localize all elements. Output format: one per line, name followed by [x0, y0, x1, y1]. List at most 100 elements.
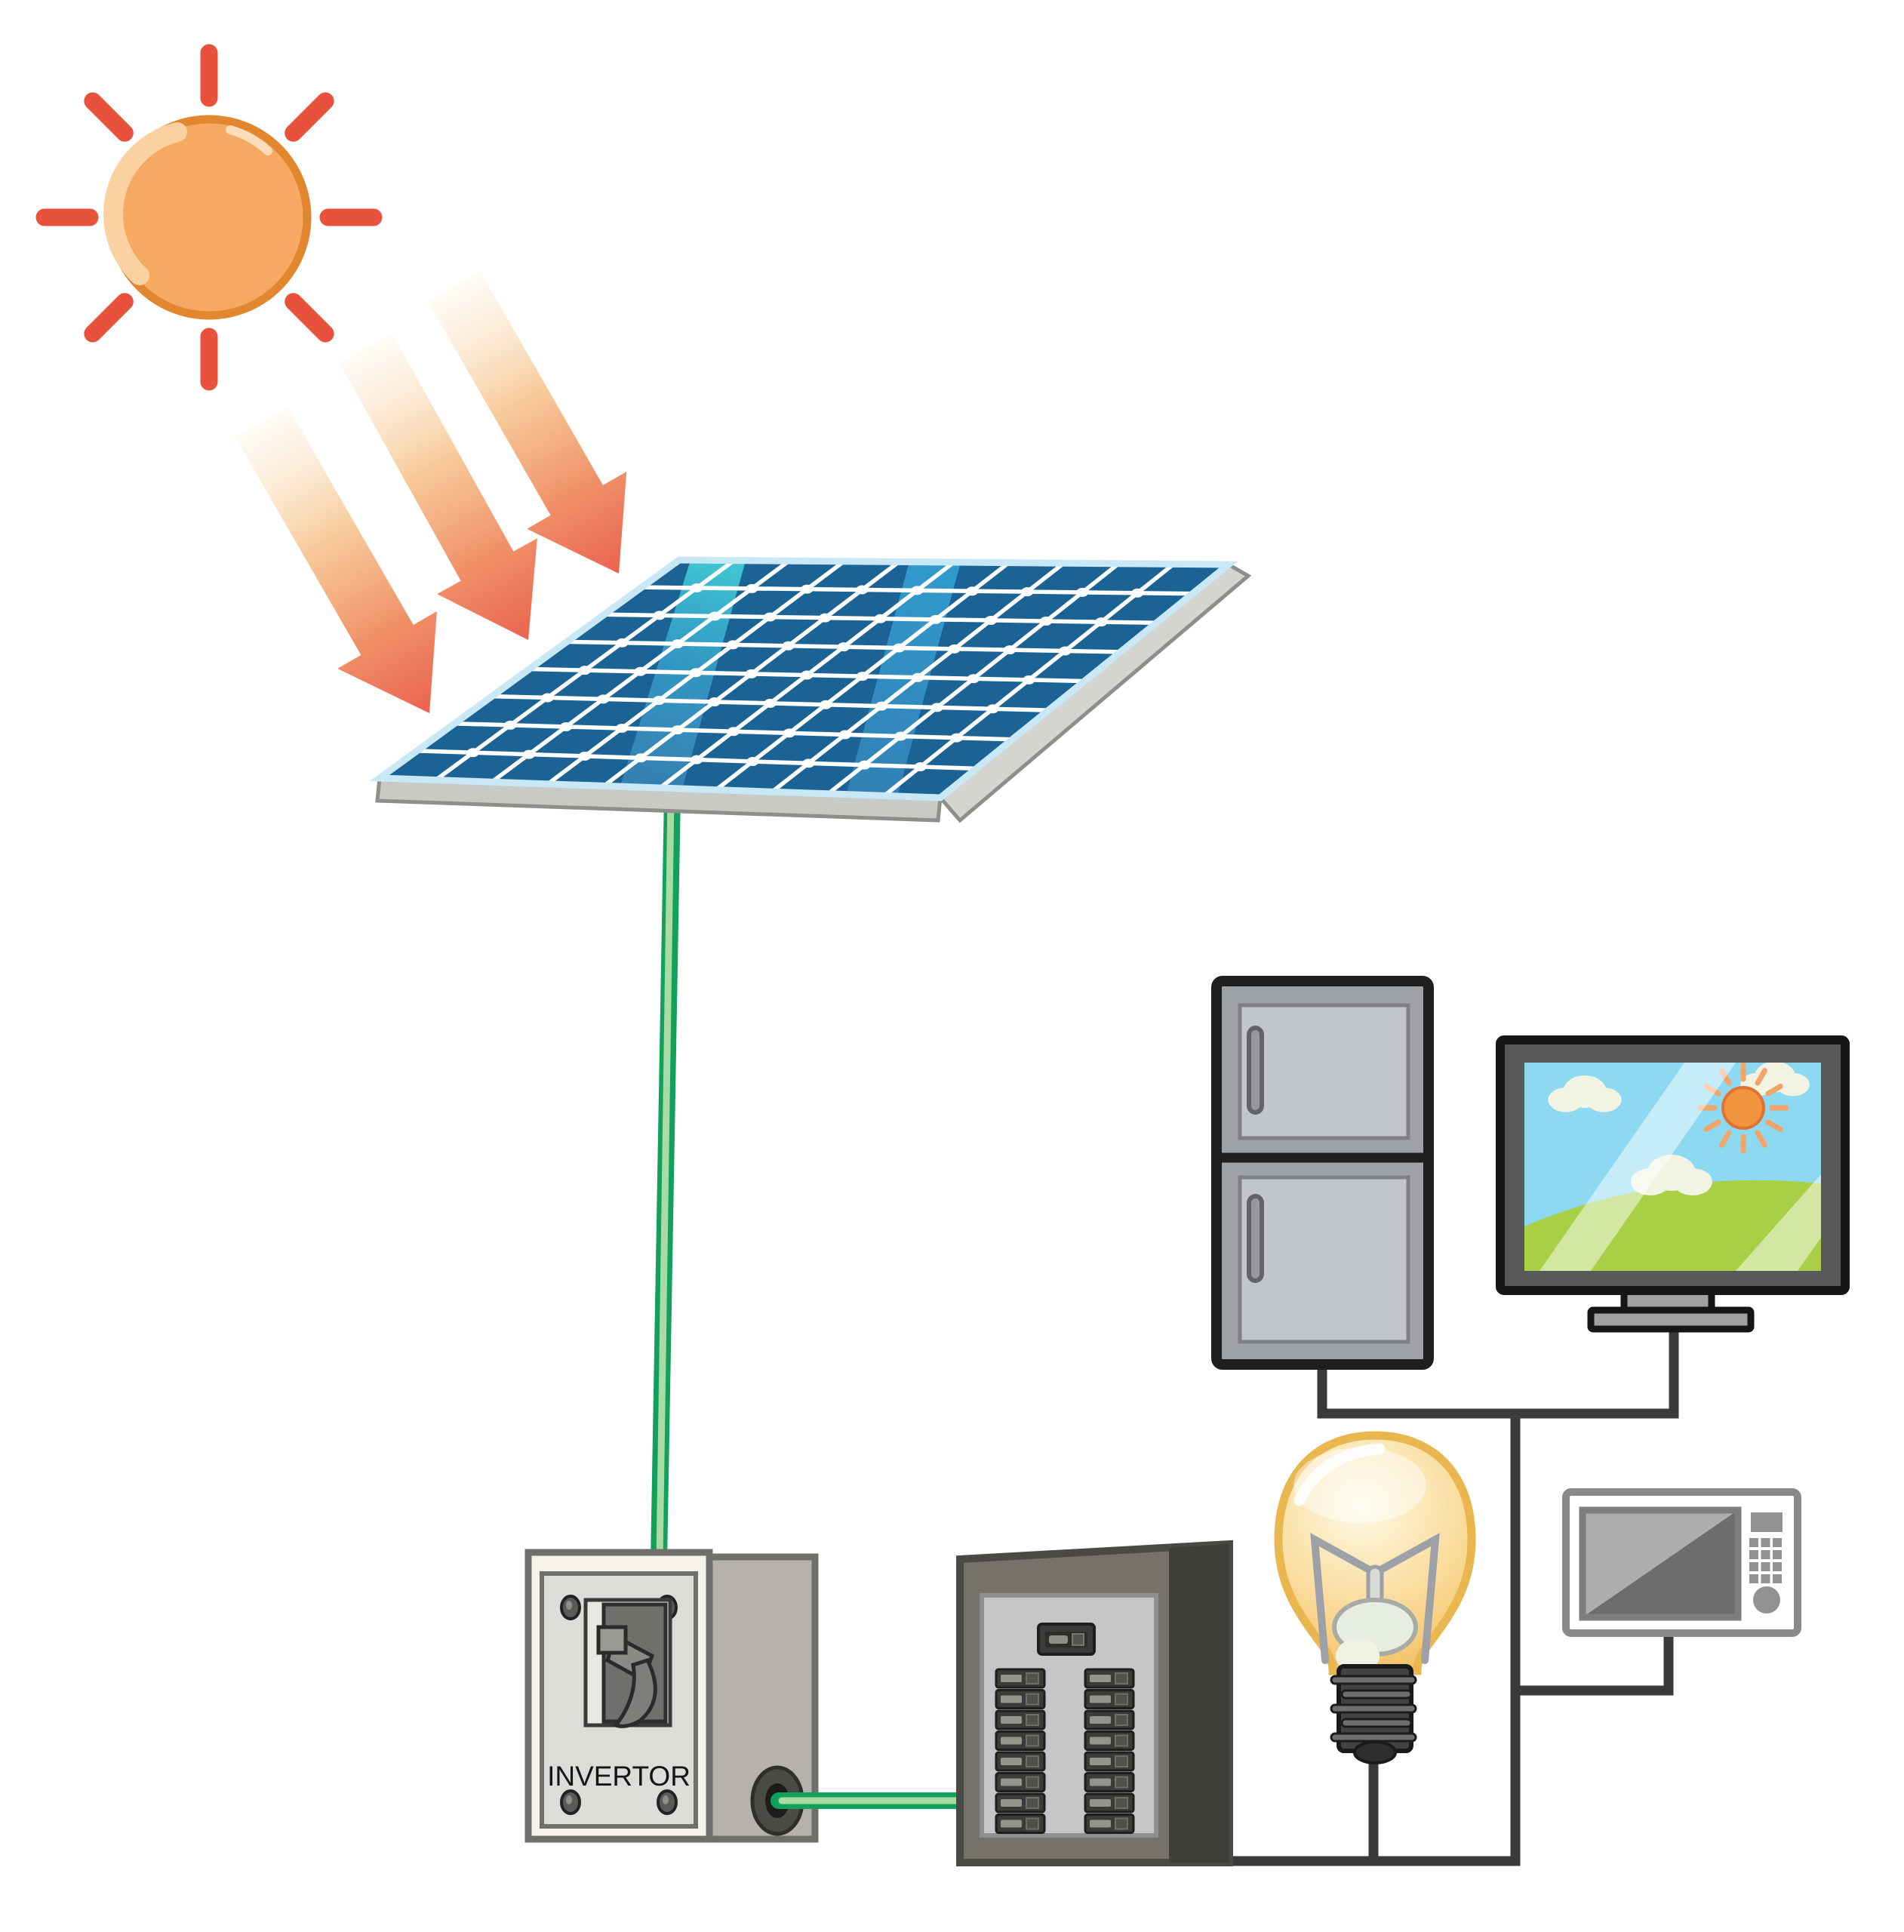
- panel-grid-dot: [875, 701, 888, 711]
- panel-grid-dot: [967, 674, 980, 684]
- invertor-label: INVERTOR: [547, 1761, 691, 1792]
- panel-grid-dot: [727, 640, 740, 650]
- panel-grid-dot: [1021, 587, 1034, 597]
- bulb-shine-line: [1293, 1443, 1386, 1506]
- breaker: [995, 1814, 1046, 1834]
- panel-grid-dot: [709, 611, 721, 621]
- panel-grid-dot: [745, 669, 758, 678]
- breaker-panel-side: [1169, 1544, 1229, 1863]
- panel-grid-dot: [541, 693, 554, 703]
- panel-grid-dot: [1131, 588, 1144, 598]
- fridge-handle: [1247, 1026, 1264, 1115]
- fridge-freezer-door: [1238, 1003, 1410, 1140]
- breaker: [1084, 1668, 1135, 1689]
- microwave-key: [1761, 1538, 1770, 1547]
- invertor-screw-slot: [663, 1795, 669, 1804]
- panel-grid-dot: [894, 731, 907, 741]
- solar-panel: [369, 556, 1252, 823]
- invertor-box: INVERTOR: [524, 1549, 819, 1843]
- breaker: [1084, 1814, 1135, 1834]
- sunlight-arrow: [235, 408, 437, 713]
- black-wire: [1207, 1322, 1679, 1866]
- panel-grid-dot: [802, 758, 815, 768]
- breaker: [1084, 1709, 1135, 1730]
- sun-rays: [35, 44, 383, 391]
- panel-grid-dot: [1023, 675, 1035, 685]
- panel-grid-dot: [1076, 587, 1089, 597]
- bulb-thread: [1340, 1689, 1413, 1700]
- panel-grid-dot: [1059, 646, 1072, 656]
- breaker: [1084, 1689, 1135, 1709]
- breaker: [1084, 1792, 1135, 1814]
- sun: [35, 44, 383, 391]
- tv-cloud: [1548, 1075, 1622, 1112]
- sunlight-arrows: [235, 272, 627, 713]
- panel-grid-dot: [893, 643, 906, 653]
- main-breaker: [1037, 1623, 1096, 1656]
- fridge-handle: [1247, 1194, 1264, 1283]
- fridge-main-door: [1238, 1175, 1410, 1344]
- panel-grid-dot: [560, 721, 573, 731]
- bulb-thread: [1330, 1732, 1417, 1743]
- appliance-wires: [1207, 1322, 1679, 1866]
- breaker-rows: [995, 1668, 1135, 1834]
- dc-wire: [651, 786, 681, 1571]
- panel-grid-dot: [764, 612, 777, 622]
- panel-grid-dot: [950, 733, 963, 743]
- invertor-screw-slot: [566, 1601, 572, 1610]
- panel-grid-dot: [819, 613, 832, 623]
- sunlight-arrow: [428, 272, 627, 574]
- breaker-panel: [956, 1540, 1233, 1866]
- breaker: [995, 1792, 1046, 1814]
- panel-grid-dot: [858, 760, 871, 770]
- panel-grid-dot: [1004, 645, 1017, 655]
- tv-sun-ray: [1755, 1130, 1767, 1148]
- panel-grid-dot: [930, 703, 943, 712]
- tv-sun-ray: [1765, 1119, 1783, 1132]
- panel-grid-dot: [820, 700, 832, 709]
- breaker: [995, 1689, 1046, 1709]
- breaker: [995, 1730, 1046, 1751]
- sun-highlight-small: [226, 125, 272, 155]
- panel-grid-dot: [801, 584, 814, 594]
- panel-grid-dot: [597, 694, 610, 704]
- panel-grid-dot: [690, 668, 703, 678]
- panel-grid-dot: [874, 614, 887, 623]
- panel-grid-dot: [801, 670, 814, 680]
- light-bulb: [1274, 1431, 1476, 1764]
- panel-grid-dot: [1040, 617, 1053, 626]
- ac-wire: [750, 1765, 982, 1836]
- tv-sun-ray: [1755, 1068, 1767, 1086]
- breaker: [995, 1772, 1046, 1792]
- panel-grid-dot: [1095, 617, 1108, 627]
- tv-sun-ray: [1765, 1084, 1783, 1097]
- panel-grid-dot: [929, 614, 942, 624]
- microwave-key: [1761, 1550, 1770, 1559]
- breaker: [1084, 1730, 1135, 1751]
- switch-lever-blade: [612, 1657, 657, 1728]
- television: [1496, 1035, 1850, 1333]
- sun-ray: [285, 92, 334, 142]
- panel-grid-dot: [727, 727, 740, 737]
- panel-grid-dot: [691, 583, 703, 592]
- microwave-key: [1761, 1562, 1770, 1571]
- bulb-thread: [1330, 1675, 1417, 1685]
- panel-grid-dot: [912, 672, 924, 682]
- breaker: [1084, 1751, 1135, 1772]
- microwave-key: [1749, 1562, 1758, 1571]
- tv-screen-reflection: [1736, 1174, 1821, 1271]
- invertor-screw-slot: [566, 1795, 572, 1804]
- microwave-key: [1761, 1574, 1770, 1583]
- panel-grid-dot: [746, 583, 758, 593]
- panel-grid-dot: [616, 638, 629, 648]
- panel-grid-dot: [948, 644, 961, 654]
- panel-grid-dot: [914, 762, 927, 772]
- microwave-key: [1749, 1574, 1758, 1583]
- bulb-tip: [1353, 1740, 1397, 1764]
- sun-highlight: [103, 122, 187, 285]
- breaker: [995, 1709, 1046, 1730]
- panel-grid-dot: [671, 639, 684, 649]
- microwave-key: [1773, 1562, 1782, 1571]
- panel-grid-dot: [984, 615, 997, 625]
- panel-grid-dot: [691, 755, 703, 764]
